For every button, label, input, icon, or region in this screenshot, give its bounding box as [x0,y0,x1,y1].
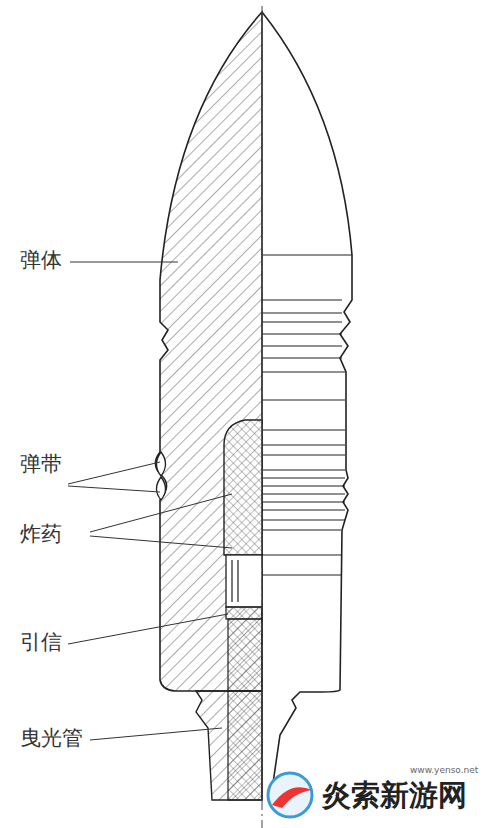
groove-line [262,371,345,372]
part-label: 弹体 [20,248,62,273]
watermark-text: 炎索新游网 [322,778,467,813]
groove-line [262,519,345,520]
part-label: 炸药 [20,522,62,547]
groove-line [262,509,345,510]
watermark-logo [268,773,312,817]
watermark-url: www.yenso.net [410,765,478,776]
groove-line [262,321,342,322]
part-label: 引信 [20,630,62,655]
groove-line [262,333,342,334]
part-label: 曳光管 [20,726,83,751]
groove-line [262,529,341,530]
groove-line [262,312,342,313]
groove-line [262,554,341,555]
groove-line [262,501,345,502]
leader-lines [68,262,232,740]
shell-exterior [262,12,352,800]
tracer-tube [228,619,262,691]
groove-line [262,485,345,486]
groove-line [262,444,345,445]
part-label: 弹带 [20,452,62,477]
groove-line [262,357,342,358]
groove-line [262,299,342,300]
groove-line [262,477,345,478]
explosive-charge [224,420,262,555]
shell-body-section [155,12,262,691]
groove-line [262,399,345,400]
groove-line [262,429,345,430]
groove-line [262,469,345,470]
groove-line [262,493,345,494]
center-line [262,6,263,828]
driving-band [157,452,166,500]
groove-line [262,345,342,346]
fuze [226,555,262,607]
groove-line [262,254,352,255]
groove-line [262,454,345,455]
groove-line [262,574,341,575]
